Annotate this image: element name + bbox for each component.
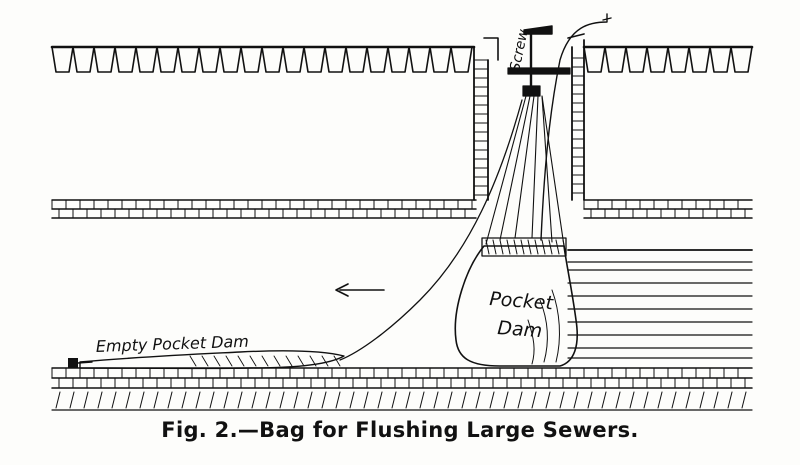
sewer-crown-brickwork bbox=[51, 199, 753, 219]
ground-hatching bbox=[55, 391, 747, 409]
shaft-right-bricks bbox=[571, 57, 585, 194]
pocket-dam-label-line2: Dam bbox=[497, 317, 543, 342]
manhole-shaft bbox=[473, 33, 585, 201]
flow-direction-arrow bbox=[335, 283, 385, 297]
suspension-rope bbox=[514, 95, 535, 239]
screw-nut bbox=[522, 85, 541, 97]
figure-caption: Fig. 2.—Bag for Flushing Large Sewers. bbox=[161, 418, 639, 442]
pocket-dam-bag bbox=[454, 237, 578, 367]
shaft-left-bricks bbox=[473, 59, 489, 196]
pocket-dam-label-line1: Pocket bbox=[489, 288, 556, 314]
suspension-rope bbox=[499, 95, 531, 241]
shaft-right-wall bbox=[571, 39, 585, 201]
bag-end-weight bbox=[68, 358, 78, 368]
suspension-rope bbox=[541, 95, 553, 243]
arrow-head bbox=[335, 283, 349, 297]
pavement-blocks bbox=[51, 46, 473, 73]
pull-rope bbox=[339, 99, 523, 361]
shaft-rim bbox=[483, 33, 585, 61]
empty-pocket-dam-bag bbox=[68, 350, 345, 370]
suspension-rope bbox=[541, 95, 565, 247]
pavement-blocks bbox=[583, 46, 753, 73]
suspension-rope bbox=[485, 95, 527, 245]
bag-folds bbox=[527, 289, 560, 365]
bag-outline bbox=[454, 245, 578, 367]
suspension-ropes bbox=[339, 95, 565, 361]
bag-end-tie bbox=[77, 361, 93, 364]
backed-up-water-lines bbox=[567, 249, 753, 359]
bag-collar bbox=[481, 237, 567, 257]
screw-handle bbox=[523, 25, 553, 35]
lowering-rope bbox=[540, 13, 608, 241]
empty-bag-outline bbox=[79, 350, 345, 370]
invert-joints bbox=[51, 367, 746, 389]
crown-left-joints bbox=[51, 199, 473, 219]
cross-beam bbox=[507, 67, 571, 75]
sewer-invert-brickwork bbox=[51, 367, 753, 411]
rope-stake bbox=[602, 17, 612, 21]
screw-label: Screw bbox=[507, 27, 532, 72]
bag-collar-texture bbox=[485, 239, 567, 255]
crown-right-joints bbox=[583, 199, 746, 219]
screw-mechanism bbox=[507, 13, 612, 241]
street-pavement-right bbox=[582, 45, 754, 73]
street-pavement-left bbox=[50, 45, 476, 73]
empty-bag-texture bbox=[189, 355, 341, 367]
suspension-rope bbox=[531, 95, 539, 239]
